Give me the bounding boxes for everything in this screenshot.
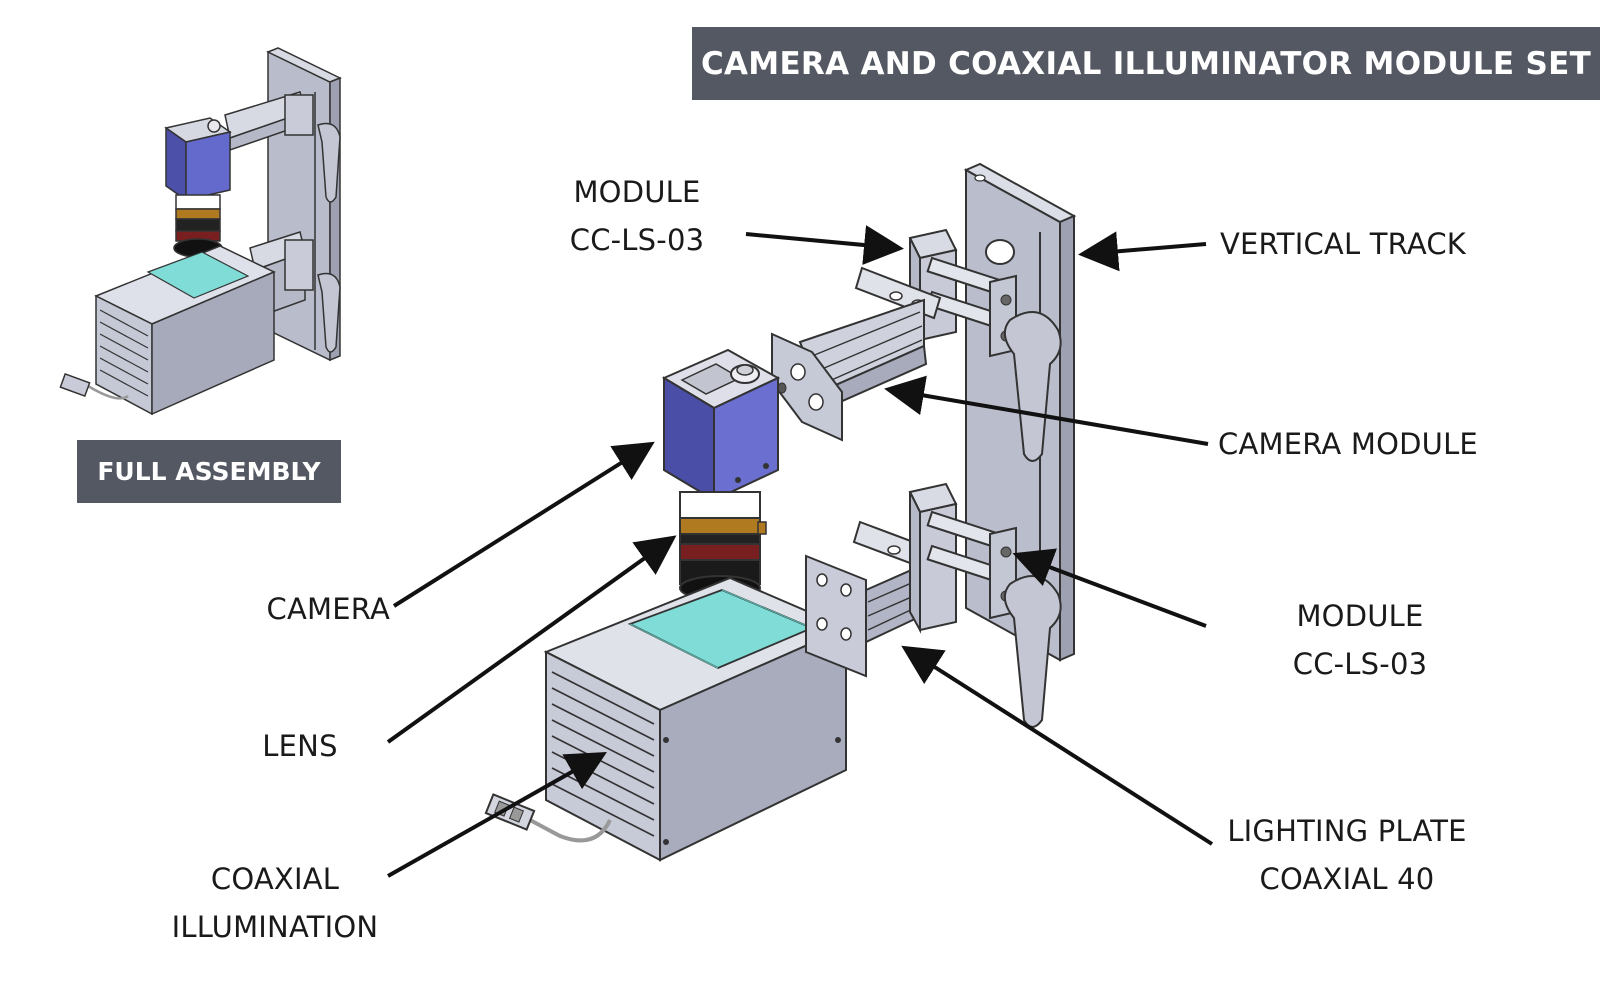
inset-illuminator (59, 245, 276, 416)
camera-body (661, 348, 781, 502)
title-banner: CAMERA AND COAXIAL ILLUMINATOR MODULE SE… (692, 27, 1600, 100)
arrow-camera-module (884, 375, 1209, 446)
arrow-vertical-track (1078, 231, 1207, 272)
label-lighting-plate: LIGHTING PLATE COAXIAL 40 (1227, 814, 1467, 896)
callout-arrows (386, 225, 1214, 878)
upper-module-cc-ls-03 (908, 228, 1062, 462)
arrow-camera (392, 441, 655, 608)
arrow-coaxial-illumination (387, 752, 607, 878)
coaxial-illuminator (484, 576, 849, 862)
arrow-module-bottom (1012, 548, 1207, 628)
full-assembly-text: FULL ASSEMBLY (97, 457, 321, 486)
camera-module-bracket (771, 266, 942, 442)
inset-lens (173, 194, 223, 258)
label-vertical-track: VERTICAL TRACK (1220, 227, 1467, 261)
label-camera-module: CAMERA MODULE (1218, 427, 1478, 461)
arrow-lens (386, 535, 677, 744)
full-assembly-banner: FULL ASSEMBLY (77, 440, 341, 503)
label-coaxial-illumination: COAXIAL ILLUMINATION (171, 862, 379, 944)
arrow-lighting-plate (901, 645, 1214, 846)
label-module-bottom: MODULE CC-LS-03 (1292, 599, 1428, 681)
lighting-plate-coaxial-40 (805, 554, 935, 678)
exploded-view-illustration (484, 162, 1077, 862)
lower-module-cc-ls-03 (852, 482, 1062, 728)
inset-camera (164, 117, 232, 202)
full-assembly-illustration (59, 47, 342, 416)
label-camera: CAMERA (266, 592, 390, 626)
title-text: CAMERA AND COAXIAL ILLUMINATOR MODULE SE… (700, 45, 1592, 82)
label-module-top: MODULE CC-LS-03 (569, 175, 705, 257)
label-lens: LENS (262, 729, 338, 763)
arrow-module-top (745, 225, 904, 265)
